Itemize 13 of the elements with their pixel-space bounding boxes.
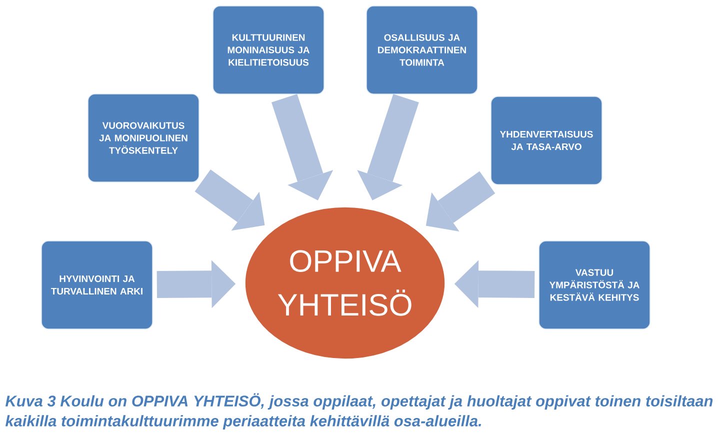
block-arrow <box>454 260 535 308</box>
rounded-box: YHDENVERTAISUUS JA TASA-ARVO <box>490 96 602 185</box>
rounded-box: VASTUU YMPÄRISTÖSTÄ JA KESTÄVÄ KEHITYS <box>538 240 650 330</box>
block-arrow <box>426 171 496 232</box>
rounded-box: KULTTUURINEN MONINAISUUS JA KIELITIETOISUUS <box>212 6 324 94</box>
caption: Kuva 3 Koulu on OPPIVA YHTEISÖ, jossa oppilaat, opettajat ja huoltajat oppivat toinen toisiltaan kaikilla toimintakulttuurimme periaatteita kehittävillä osa-alueilla. <box>5 393 713 430</box>
block-arrow <box>156 260 236 308</box>
block-arrow <box>357 94 419 200</box>
block-arrow <box>194 170 265 231</box>
rounded-box: OSALLISUUS JA DEMOKRAATTINEN TOIMINTA <box>366 6 478 94</box>
rounded-box: HYVINVOINTI JA TURVALLINEN ARKI <box>41 240 153 330</box>
rounded-box: VUOROVAIKUTUS JA MONIPUOLINEN TYÖSKENTELY <box>88 94 200 182</box>
block-arrow <box>271 94 334 200</box>
